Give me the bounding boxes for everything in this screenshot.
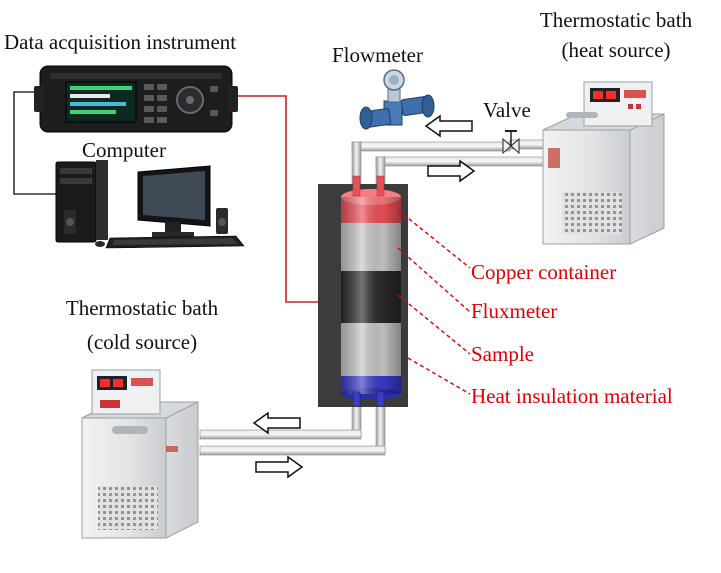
arrow-left-icon [252, 411, 301, 435]
label-hot-bath-line1: Thermostatic bath [539, 8, 693, 32]
label-cold-bath-line2: (cold source) [86, 330, 198, 354]
valve [502, 130, 520, 155]
label-valve: Valve [483, 98, 531, 122]
thermocouple-wire [232, 95, 340, 303]
label-data-acquisition-instrument: Data acquisition instrument [4, 30, 237, 54]
label-fluxmeter: Fluxmeter [471, 299, 558, 323]
label-cold-bath-line1: Thermostatic bath [65, 296, 219, 320]
arrow-right-icon [255, 455, 304, 479]
thermostatic-bath-cold-source [81, 369, 199, 539]
label-computer: Computer [82, 138, 166, 162]
arrow-right-icon [427, 159, 476, 183]
computer [55, 160, 245, 249]
flow-arrows [252, 114, 476, 479]
label-sample: Sample [471, 342, 534, 366]
hot-supply-pipe [351, 141, 511, 152]
cold-return-pipe [199, 445, 386, 456]
usb-cable [13, 91, 56, 195]
sample-stack [341, 189, 401, 400]
arrow-left-icon [424, 114, 473, 138]
thermostatic-bath-heat-source [542, 81, 665, 245]
pipe-network [199, 139, 551, 456]
data-acquisition-instrument [34, 65, 238, 133]
label-copper-container: Copper container [471, 260, 617, 284]
signal-wires [13, 91, 340, 303]
label-flowmeter: Flowmeter [332, 43, 423, 67]
label-heat-insulation-material: Heat insulation material [471, 384, 673, 408]
test-column [318, 175, 408, 407]
cold-supply-pipe [199, 429, 362, 440]
annotation-leaders [397, 209, 471, 395]
label-hot-bath-line2: (heat source) [561, 38, 671, 62]
flowmeter [359, 69, 435, 130]
